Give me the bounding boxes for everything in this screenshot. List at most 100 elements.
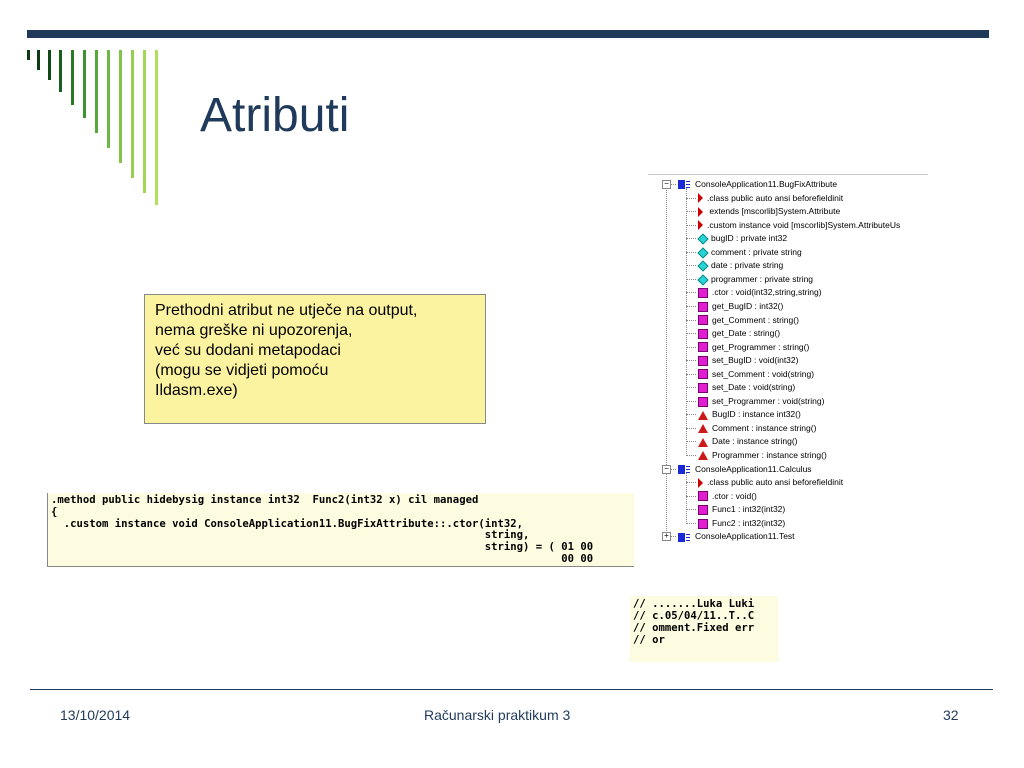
tree-member-node[interactable]: get_Date : string() [698, 327, 780, 340]
field-diamond-icon [697, 246, 709, 259]
tree-connector [686, 360, 696, 362]
tree-member-node[interactable]: extends [mscorlib]System.Attribute [698, 205, 840, 218]
property-triangle-icon [698, 410, 708, 420]
tree-connector [686, 414, 696, 416]
tree-member-node[interactable]: set_Comment : void(string) [698, 368, 814, 381]
tree-member-node[interactable]: date : private string [697, 259, 784, 272]
tree-member-node[interactable]: .ctor : void() [698, 490, 757, 503]
note-line: Ildasm.exe) [155, 382, 238, 399]
footer-divider [30, 689, 993, 690]
tree-member-node[interactable]: comment : private string [697, 246, 802, 259]
tree-node-label: ConsoleApplication11.BugFixAttribute [695, 179, 838, 189]
footer-page-number: 32 [943, 707, 959, 723]
tree-node-label: Programmer : instance string() [712, 450, 827, 460]
tree-node-label: ConsoleApplication11.Test [695, 531, 795, 542]
property-triangle-icon [698, 437, 708, 447]
tree-node-label: get_Comment : string() [712, 314, 799, 325]
tree-connector [686, 278, 696, 280]
expand-plus-icon[interactable]: + [662, 532, 671, 542]
property-triangle-icon [698, 424, 708, 434]
method-icon [698, 491, 708, 502]
tree-connector [686, 387, 696, 389]
tree-member-node[interactable]: get_Programmer : string() [698, 341, 809, 354]
tree-node-label: date : private string [711, 260, 784, 271]
tree-connector [686, 238, 696, 240]
tree-member-node[interactable]: Date : instance string() [698, 435, 798, 448]
directive-arrow-icon [698, 193, 703, 204]
tree-connector [666, 536, 676, 538]
tree-node-label: set_Date : void(string) [712, 382, 796, 393]
directive-arrow-icon [698, 220, 703, 231]
tree-member-node[interactable]: set_Programmer : void(string) [698, 395, 824, 408]
tree-member-node[interactable]: .class public auto ansi beforefieldinit [698, 192, 843, 205]
tree-connector [686, 373, 696, 375]
tree-connector [686, 509, 696, 511]
code-line: // omment.Fixed err [633, 622, 755, 634]
tree-connector [686, 319, 696, 321]
tree-connector [666, 184, 676, 185]
tree-node-label: get_Date : string() [712, 328, 781, 339]
method-icon [698, 288, 708, 299]
tree-member-node[interactable]: set_BugID : void(int32) [698, 354, 798, 367]
tree-node-label: comment : private string [711, 246, 802, 257]
tree-connector [686, 211, 696, 213]
collapse-minus-icon[interactable]: − [662, 464, 671, 474]
slide-title: Atributi [200, 89, 350, 142]
code-line: .method public hidebysig instance int32 … [51, 494, 479, 506]
code-line: string, [51, 529, 530, 542]
field-diamond-icon [697, 273, 709, 286]
code-line: .custom instance void ConsoleApplication… [51, 517, 523, 530]
tree-node-label: Func2 : int32(int32) [712, 517, 786, 528]
tree-member-node[interactable]: .class public auto ansi beforefieldinit [698, 476, 843, 489]
tree-node-label: Func1 : int32(int32) [712, 504, 786, 515]
tree-connector [686, 455, 696, 456]
tree-member-node[interactable]: get_BugID : int32() [698, 300, 783, 313]
tree-node-label: programmer : private string [711, 273, 814, 284]
tree-connector [686, 346, 696, 348]
note-line: (mogu se vidjeti pomoću [155, 362, 329, 379]
collapse-minus-icon[interactable]: − [662, 180, 671, 189]
ildasm-tree: − ConsoleApplication11.BugFixAttribute .cl… [648, 174, 928, 547]
tree-class-node[interactable]: ConsoleApplication11.Calculus [678, 463, 812, 476]
tree-connector [666, 468, 676, 470]
code-line: { [51, 505, 58, 518]
method-icon [698, 396, 708, 407]
tree-node-label: set_Comment : void(string) [712, 368, 815, 379]
note-box: Prethodni atribut ne utječe na output, n… [144, 294, 486, 424]
tree-member-node[interactable]: .custom instance void [mscorlib]System.A… [698, 219, 900, 232]
tree-connector [686, 333, 696, 335]
class-icon [678, 532, 690, 542]
tree-node-label: get_Programmer : string() [712, 341, 810, 352]
field-diamond-icon [697, 260, 709, 272]
tree-member-node[interactable]: programmer : private string [697, 273, 814, 286]
tree-connector [686, 305, 696, 307]
tree-member-node[interactable]: Func1 : int32(int32) [698, 503, 785, 516]
tree-node-label: extends [mscorlib]System.Attribute [707, 206, 841, 217]
tree-member-node[interactable]: .ctor : void(int32,string,string) [698, 286, 822, 299]
tree-member-node[interactable]: Programmer : instance string() [698, 449, 827, 462]
code-line: 00 00 [51, 552, 594, 565]
tree-class-node[interactable]: ConsoleApplication11.BugFixAttribute [678, 178, 837, 191]
tree-member-node[interactable]: BugID : instance int32() [698, 408, 801, 421]
code-line: // c.05/04/11..T..C [633, 610, 755, 622]
tree-node-label: .ctor : void() [712, 490, 757, 501]
tree-member-node[interactable]: bugID : private int32 [697, 232, 787, 245]
tree-node-label: get_BugID : int32() [712, 300, 784, 311]
tree-class-node[interactable]: ConsoleApplication11.Test [678, 530, 795, 543]
tree-node-label: .class public auto ansi beforefieldinit [707, 477, 844, 488]
directive-arrow-icon [698, 477, 703, 488]
tree-guide-line [666, 185, 667, 538]
method-icon [698, 342, 708, 353]
tree-member-node[interactable]: get_Comment : string() [698, 314, 799, 327]
tree-connector [686, 400, 696, 402]
tree-connector [686, 495, 696, 497]
field-diamond-icon [697, 233, 709, 245]
tree-member-node[interactable]: Comment : instance string() [698, 422, 816, 435]
footer-date: 13/10/2014 [60, 707, 131, 723]
footer-course: Računarski praktikum 3 [424, 707, 571, 723]
tree-member-node[interactable]: set_Date : void(string) [698, 381, 795, 394]
tree-node-label: Date : instance string() [712, 436, 798, 447]
tree-connector [686, 197, 696, 199]
tree-connector [686, 292, 696, 294]
tree-member-node[interactable]: Func2 : int32(int32) [698, 517, 785, 530]
